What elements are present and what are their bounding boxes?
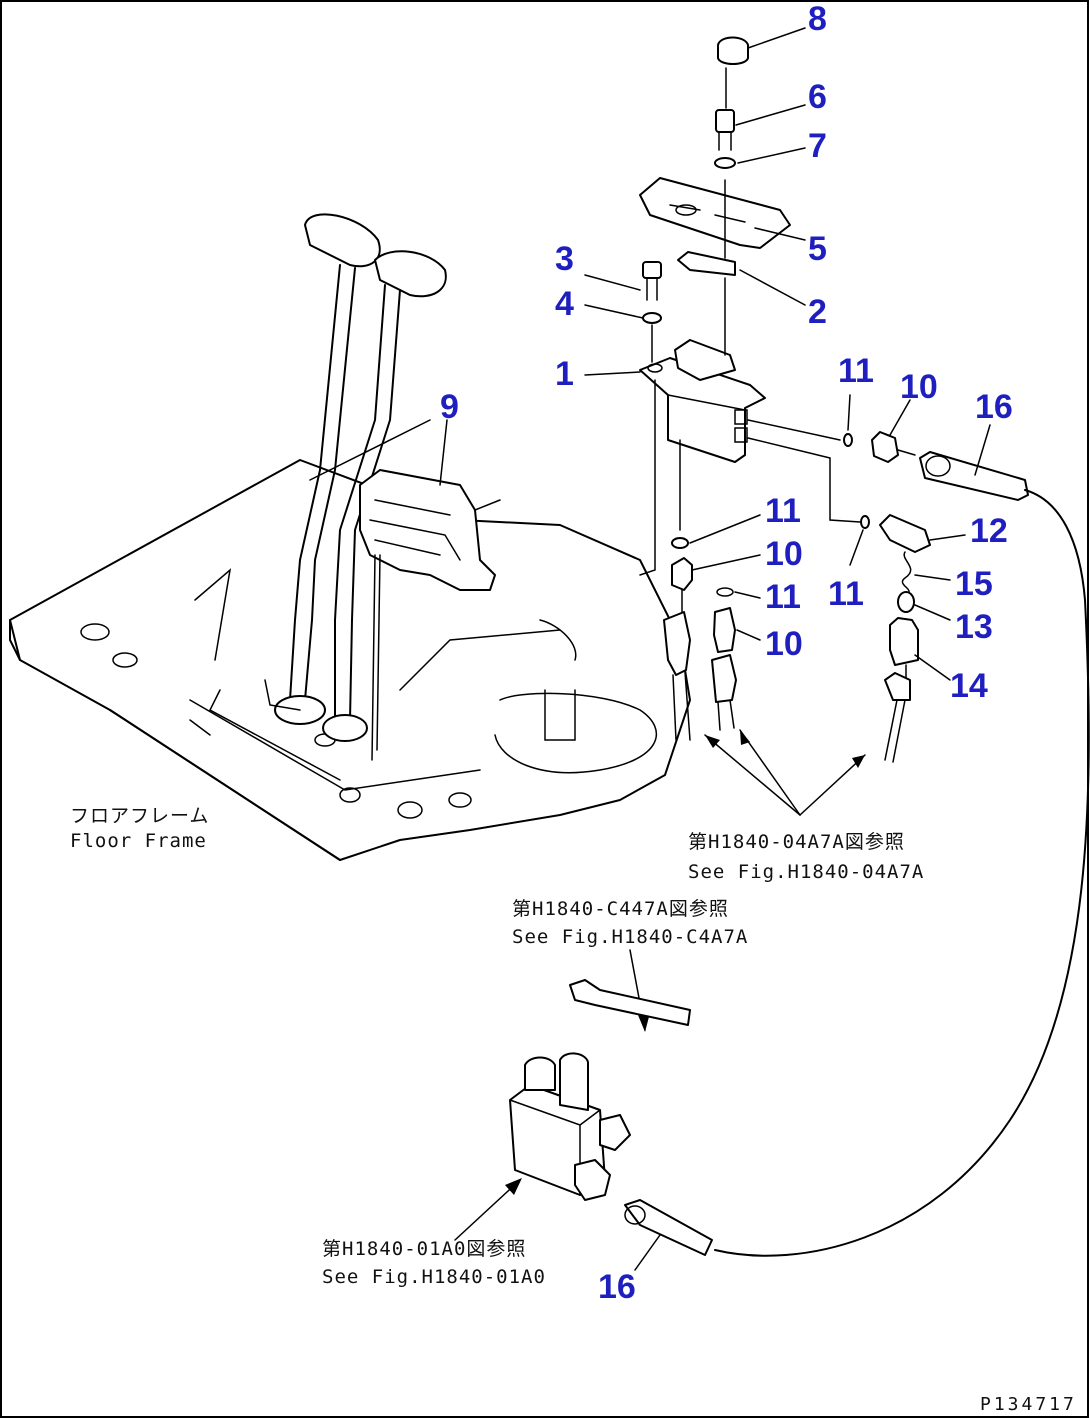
callout-16: 16: [975, 388, 1013, 426]
callout-13: 13: [955, 608, 993, 646]
travel-levers: [264, 213, 447, 742]
callout-10: 10: [765, 625, 803, 663]
ref2-en: See Fig.H1840-C4A7A: [512, 926, 748, 948]
callout-9: 9: [440, 388, 459, 426]
callout-10: 10: [900, 368, 938, 406]
reference-arrows: [454, 729, 866, 1241]
ref1-jp: 第H1840-04A7A図参照: [688, 831, 905, 853]
bracket-9: [359, 469, 501, 761]
ref2-jp: 第H1840-C447A図参照: [512, 898, 729, 920]
callout-8: 8: [808, 0, 827, 38]
callout-12: 12: [970, 512, 1008, 550]
valve-assembly: [639, 36, 791, 576]
callout-6: 6: [808, 78, 827, 116]
callout-7: 7: [808, 127, 827, 165]
callout-11: 11: [765, 492, 801, 530]
callout-2: 2: [808, 293, 827, 331]
lower-valve: [509, 979, 713, 1256]
floor-frame-label-en: Floor Frame: [70, 830, 207, 852]
callout-11: 11: [765, 578, 801, 616]
plate-id: P134717: [980, 1394, 1077, 1415]
callout-11: 11: [838, 352, 874, 390]
callout-3: 3: [555, 240, 574, 278]
callout-15: 15: [955, 565, 993, 603]
callout-16: 16: [598, 1268, 636, 1306]
hose-16: [714, 489, 1090, 1257]
callout-numbers: 8 6 7 5 3 4 2 1 9 11 10 16 11 12 10 11 1…: [440, 0, 1013, 1306]
callout-11: 11: [828, 575, 864, 613]
ref1-en: See Fig.H1840-04A7A: [688, 861, 924, 883]
callout-14: 14: [950, 667, 988, 705]
ref3-jp: 第H1840-01A0図参照: [322, 1238, 526, 1260]
leader-lines: [309, 27, 991, 1271]
callout-5: 5: [808, 230, 827, 268]
callout-4: 4: [555, 285, 574, 323]
floor-frame: [9, 459, 691, 861]
ref3-en: See Fig.H1840-01A0: [322, 1266, 546, 1288]
fittings: [663, 419, 1029, 763]
callout-10: 10: [765, 535, 803, 573]
callout-1: 1: [555, 355, 574, 393]
reference-notes: フロアフレーム Floor Frame 第H1840-04A7A図参照 See …: [70, 805, 924, 1288]
floor-frame-label-jp: フロアフレーム: [70, 805, 209, 827]
